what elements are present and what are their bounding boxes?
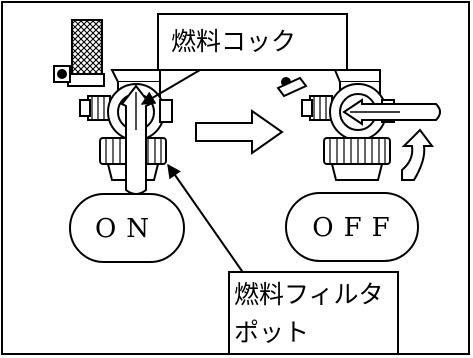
valve-on-illustration	[53, 19, 173, 195]
fuel-cock-leader	[140, 69, 201, 105]
arrow-right-icon	[195, 109, 284, 155]
valve-off-illustration	[276, 69, 441, 181]
fuel-cock-callout: 燃料コック	[157, 13, 348, 71]
off-label: OFF	[312, 213, 399, 243]
fuel-filter-label-line1: 燃料フィルタ	[234, 280, 384, 309]
off-pill	[285, 192, 419, 262]
hose	[71, 19, 103, 75]
on-label: ON	[95, 214, 159, 244]
hose-fitting	[67, 73, 105, 87]
on-pill	[69, 193, 185, 263]
fuel-filter-label-line2: ポット	[234, 318, 310, 347]
curved-arrow-icon	[401, 128, 434, 181]
fuel-cock-label: 燃料コック	[171, 27, 297, 56]
fuel-filter-callout: 燃料フィルタ ポット	[228, 271, 399, 355]
